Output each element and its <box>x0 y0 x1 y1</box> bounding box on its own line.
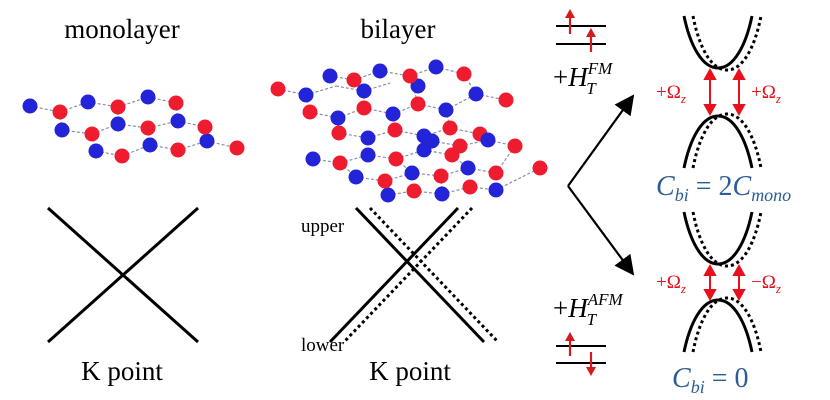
bilayer-title: bilayer <box>361 14 436 44</box>
monolayer-k-point-label: K point <box>81 356 163 386</box>
fm-branch-arrow-icon <box>567 94 635 187</box>
afm-omega-right-label: −Ωz <box>751 272 781 296</box>
fm-gap-arrows <box>703 67 746 117</box>
monolayer-title: monolayer <box>64 14 179 44</box>
monolayer-panel: monolayer <box>22 14 245 386</box>
monolayer-dirac-cone <box>47 206 199 344</box>
afm-gap-arrows <box>703 263 746 302</box>
spin-up-arrow-icon <box>565 332 575 356</box>
monolayer-atoms <box>22 89 245 164</box>
spin-down-arrow-icon <box>586 352 596 376</box>
fm-gapped-bands <box>682 15 763 169</box>
bilayer-panel: bilayer <box>270 14 548 386</box>
fm-chern-number: Cbi = 2Cmono <box>656 171 791 205</box>
afm-omega-left-label: +Ωz <box>656 272 686 296</box>
bilayer-top-lattice <box>270 59 514 146</box>
bilayer-bottom-lattice <box>305 132 548 203</box>
upper-band-label: upper <box>301 216 345 237</box>
bilayer-dirac-cones <box>328 206 500 344</box>
afm-chern-number: Cbi = 0 <box>672 363 749 397</box>
spin-up-arrow-icon <box>565 9 575 34</box>
spin-up-arrow-icon <box>586 28 596 52</box>
bilayer-k-point-label: K point <box>369 356 451 386</box>
branch-arrows <box>567 94 635 276</box>
fm-omega-left-label: +Ωz <box>656 82 686 106</box>
afm-spin-levels <box>556 332 606 376</box>
lower-band-label: lower <box>301 335 345 356</box>
monolayer-lattice <box>22 89 245 164</box>
afm-gapped-bands <box>682 211 763 353</box>
fm-spin-levels <box>556 9 606 52</box>
fm-omega-right-label: +Ωz <box>751 82 781 106</box>
afm-branch-arrow-icon <box>567 185 635 276</box>
